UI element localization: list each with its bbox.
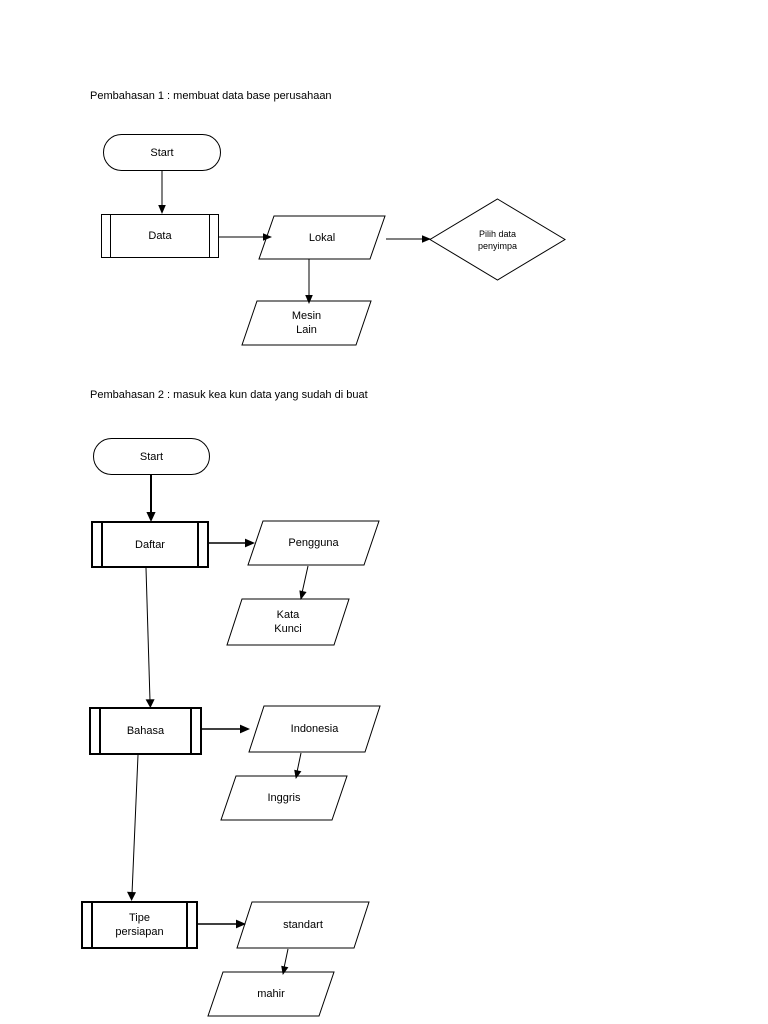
node-label: Start [139, 450, 164, 463]
connector-data-to-lokal [219, 230, 275, 246]
node-label: Start [150, 146, 174, 159]
process-bar-right [209, 215, 210, 257]
connector-start2-to-daftar [145, 475, 165, 523]
connector-daftar-to-bahasa [138, 567, 162, 710]
node-pengguna[interactable]: Pengguna [247, 520, 380, 566]
connector-daftar-to-pengguna [209, 536, 257, 552]
process-bar-left [101, 523, 103, 566]
node-daftar[interactable]: Daftar [91, 521, 209, 568]
node-tipe-persiapan[interactable]: Tipe persiapan [81, 901, 198, 949]
node-data[interactable]: Data [101, 214, 219, 258]
node-indonesia[interactable]: Indonesia [248, 705, 381, 753]
connector-standart-to-mahir [278, 948, 300, 977]
process-bar-right [190, 709, 192, 753]
node-kata-kunci[interactable]: Kata Kunci [226, 598, 350, 646]
node-mahir[interactable]: mahir [207, 971, 335, 1017]
process-bar-right [197, 523, 199, 566]
process-bar-left [99, 709, 101, 753]
connector-indonesia-to-inggris [291, 752, 313, 781]
node-lokal[interactable]: Lokal [258, 215, 386, 260]
node-label: Data [148, 230, 172, 242]
node-start-2[interactable]: Start [93, 438, 210, 475]
connector-bahasa-to-indonesia [202, 722, 252, 738]
node-pilih-data-penyimpa[interactable]: Pilih data penyimpa [429, 198, 566, 281]
connector-bahasa-to-tipe [126, 754, 150, 903]
caption-pembahasan-1: Pembahasan 1 : membuat data base perusah… [90, 90, 332, 102]
connector-lokal-to-mesin [303, 259, 323, 305]
node-label: Daftar [135, 538, 165, 551]
process-bar-left [110, 215, 111, 257]
process-bar-right [186, 903, 188, 947]
process-bar-left [91, 903, 93, 947]
connector-lokal-to-pilih [386, 230, 434, 246]
connector-pengguna-to-kata-kunci [296, 565, 318, 602]
connector-start-to-data [156, 171, 176, 215]
connector-tipe-to-standart [198, 917, 248, 933]
node-standart[interactable]: standart [236, 901, 370, 949]
node-start-1[interactable]: Start [103, 134, 221, 171]
node-inggris[interactable]: Inggris [220, 775, 348, 821]
node-bahasa[interactable]: Bahasa [89, 707, 202, 755]
node-mesin-lain[interactable]: Mesin Lain [241, 300, 372, 346]
caption-pembahasan-2: Pembahasan 2 : masuk kea kun data yang s… [90, 389, 368, 401]
node-label: Bahasa [126, 725, 165, 737]
node-label: Tipe persiapan [115, 912, 164, 938]
